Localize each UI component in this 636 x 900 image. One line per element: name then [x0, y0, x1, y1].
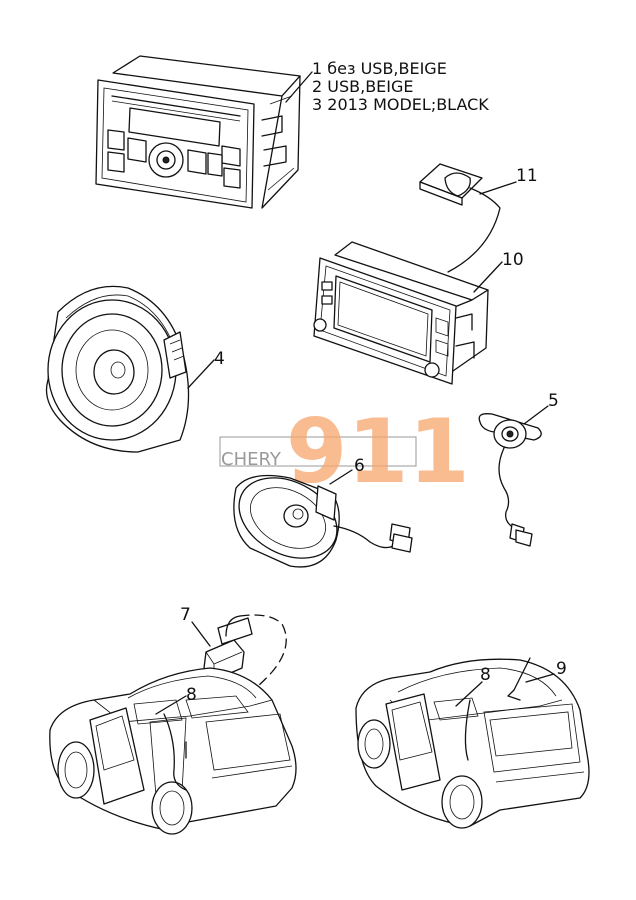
car-left: 8: [49, 667, 297, 835]
radio-head-unit: [95, 55, 313, 209]
callout-11: 11: [516, 166, 538, 186]
callout-10: 10: [502, 250, 524, 270]
callout-8-left: 8: [186, 685, 197, 705]
tweeter: 5: [478, 391, 559, 547]
callout-5: 5: [548, 391, 559, 411]
navigation-unit: 10: [313, 241, 524, 385]
watermark-number: 911: [286, 400, 470, 503]
car-right: 8 9: [355, 657, 590, 829]
watermark: 911 CHERY: [219, 400, 470, 503]
callout-7: 7: [180, 605, 191, 625]
note-line-1: 1 без USB,BEIGE: [312, 59, 447, 78]
gps-antenna: 11: [419, 163, 538, 273]
callout-4: 4: [214, 349, 225, 369]
callout-9: 9: [556, 659, 567, 679]
watermark-brand: CHERY: [221, 449, 282, 470]
callout-6: 6: [354, 456, 365, 476]
oval-speaker: 6: [233, 456, 413, 568]
part-notes: 1 без USB,BEIGE 2 USB,BEIGE 3 2013 MODEL…: [312, 59, 489, 114]
round-speaker: 4: [45, 285, 225, 453]
watermark-frame: [219, 436, 417, 467]
callout-8-right: 8: [480, 665, 491, 685]
note-line-2: 2 USB,BEIGE: [312, 77, 414, 96]
note-line-3: 3 2013 MODEL;BLACK: [312, 95, 489, 114]
